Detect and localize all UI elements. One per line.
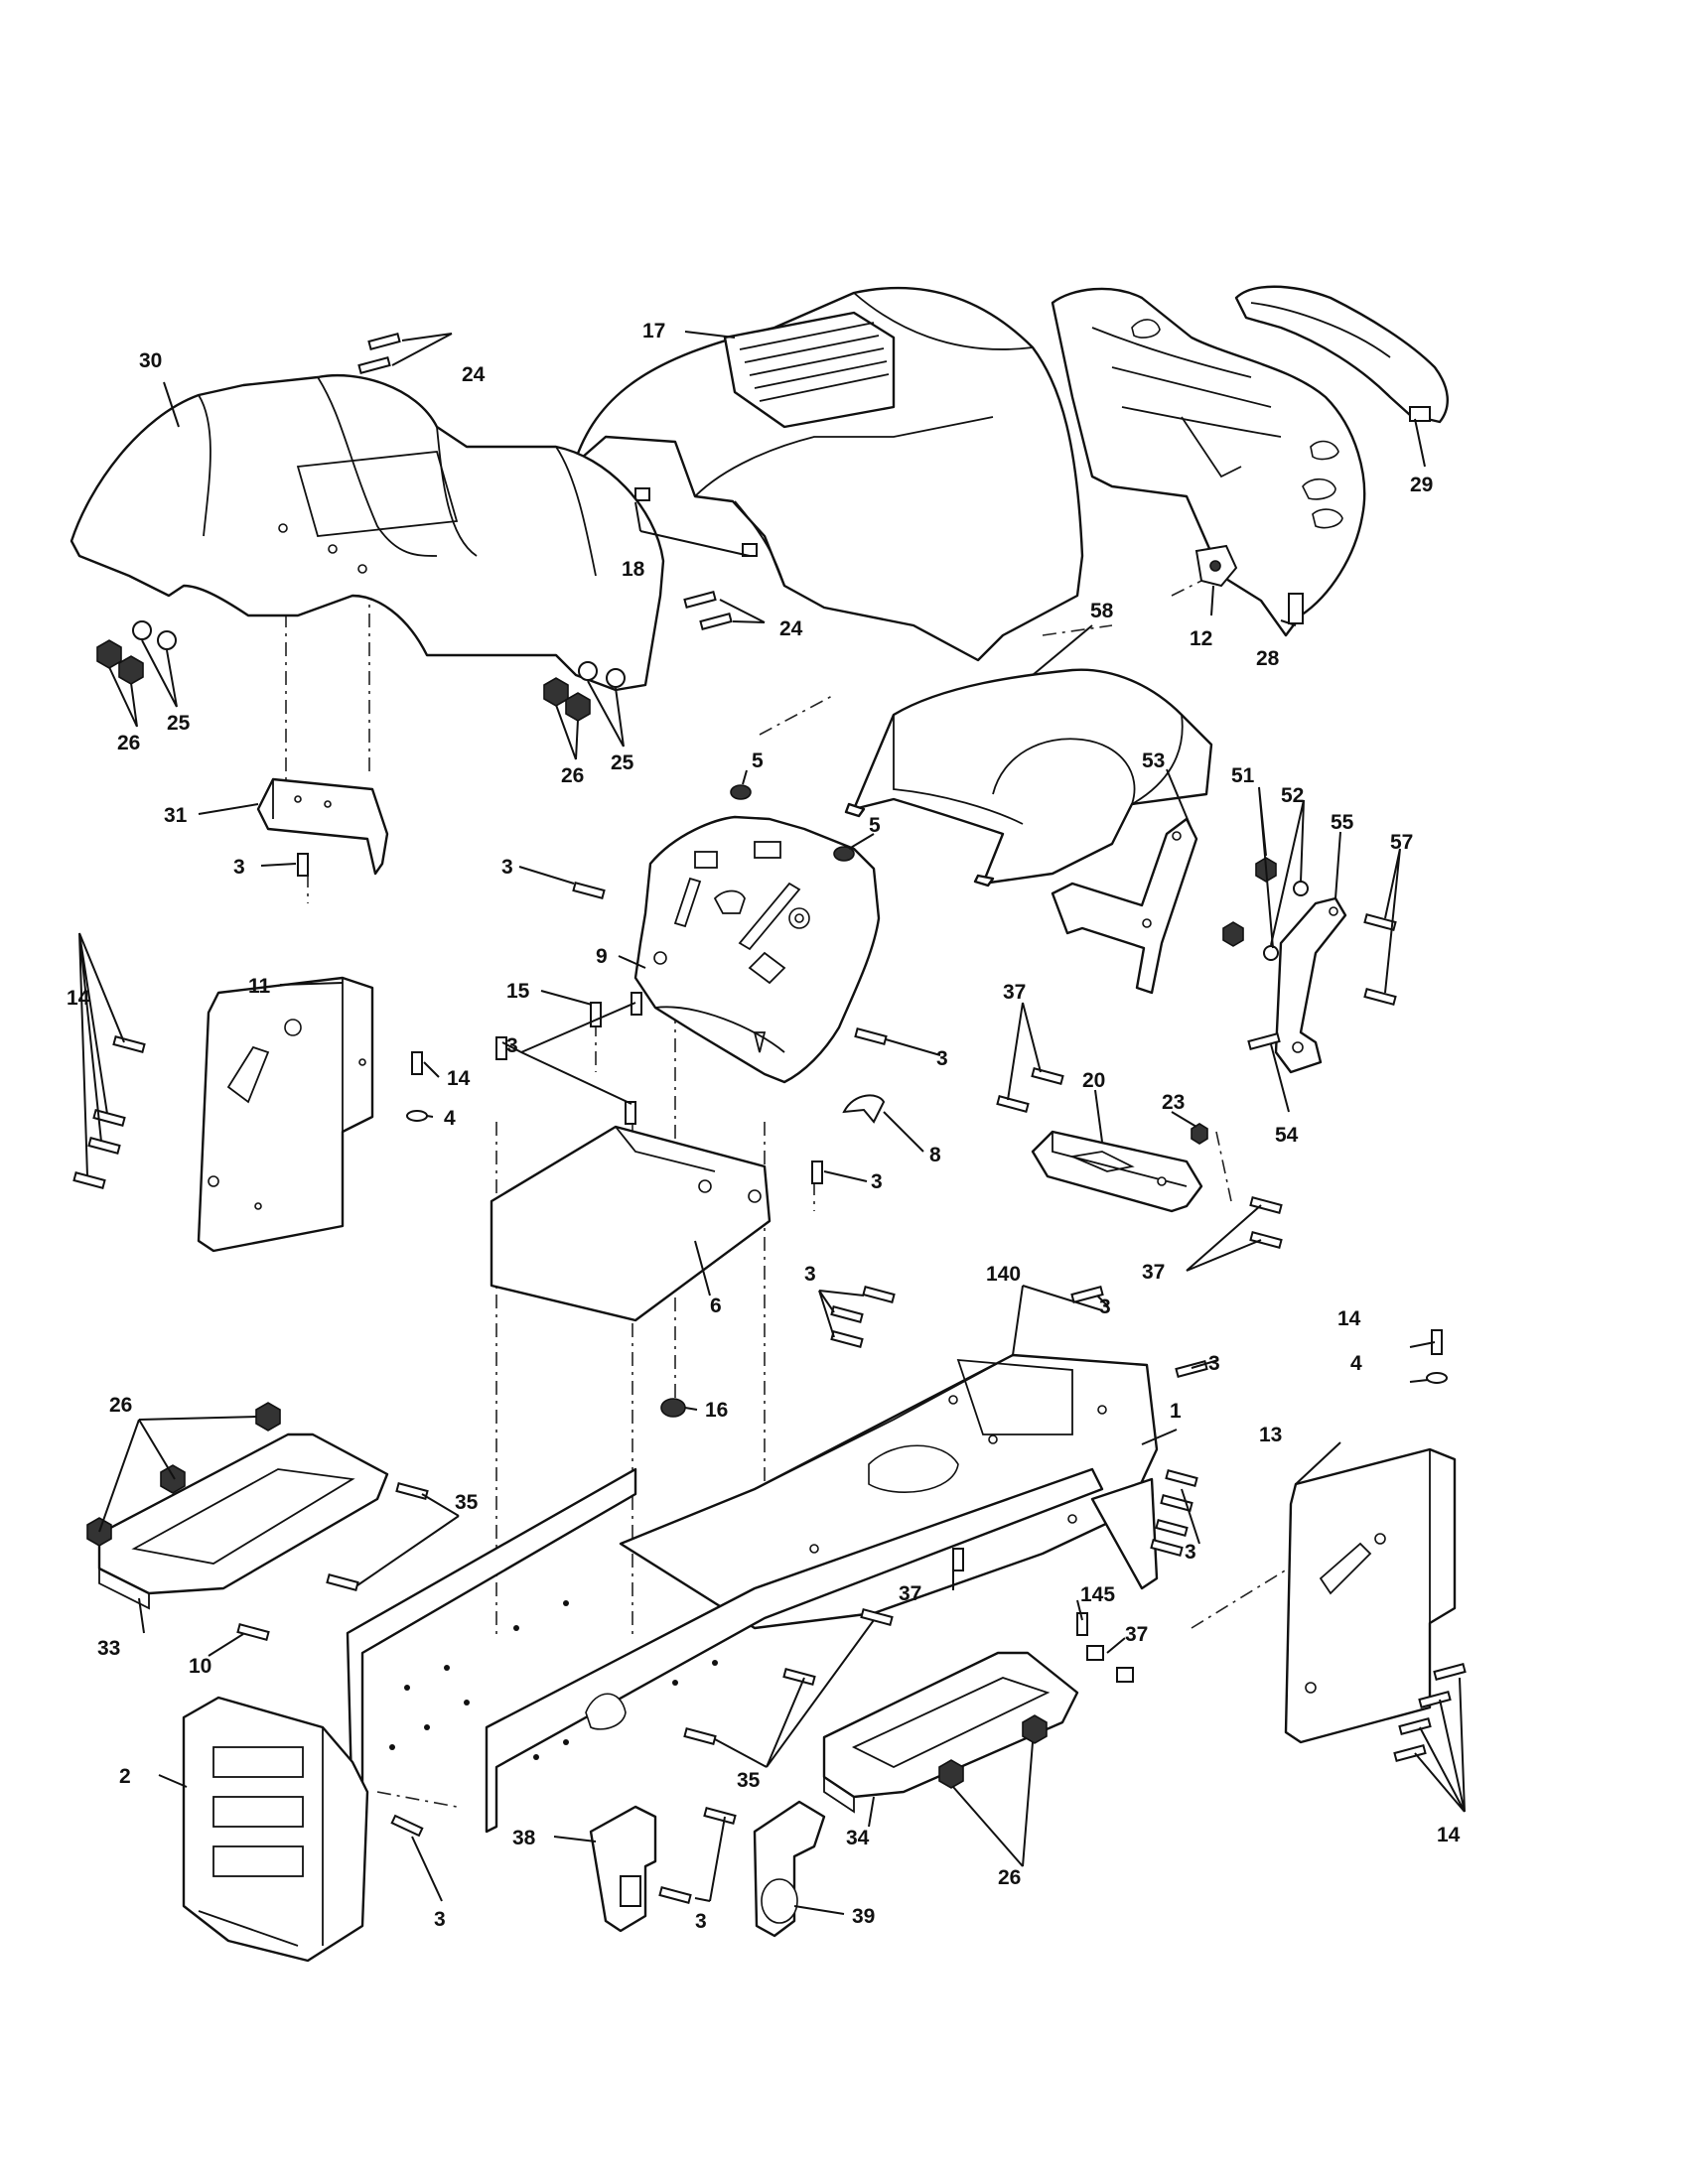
callout-3: 3 bbox=[871, 1170, 883, 1193]
dash-panel-9 bbox=[633, 815, 881, 1084]
callout-17: 17 bbox=[642, 320, 665, 342]
callout-33: 33 bbox=[97, 1637, 120, 1660]
callout-140: 140 bbox=[986, 1263, 1021, 1286]
callout-37: 37 bbox=[1142, 1261, 1165, 1284]
heat-shield-58 bbox=[844, 668, 1213, 887]
callout-37: 37 bbox=[1003, 981, 1026, 1004]
callout-52: 52 bbox=[1281, 784, 1304, 807]
plate-20 bbox=[1031, 1130, 1203, 1213]
callout-31: 31 bbox=[164, 804, 188, 827]
callout-26: 26 bbox=[561, 764, 584, 787]
callout-16: 16 bbox=[705, 1399, 728, 1422]
callout-54: 54 bbox=[1275, 1124, 1299, 1147]
callout-14: 14 bbox=[447, 1067, 471, 1090]
callout-3: 3 bbox=[695, 1910, 707, 1933]
callout-3: 3 bbox=[1099, 1296, 1111, 1318]
bracket-39 bbox=[753, 1800, 826, 1938]
bracket-55 bbox=[1274, 896, 1347, 1074]
plate-6 bbox=[490, 1125, 772, 1322]
callout-14: 14 bbox=[67, 987, 90, 1010]
callout-145: 145 bbox=[1080, 1583, 1115, 1606]
hood-trim-29 bbox=[1234, 285, 1449, 424]
callout-25: 25 bbox=[611, 751, 634, 774]
hood-vent-grille bbox=[723, 311, 896, 429]
callout-8: 8 bbox=[929, 1144, 941, 1166]
callout-3: 3 bbox=[1185, 1541, 1196, 1564]
callout-18: 18 bbox=[622, 558, 645, 581]
callout-37: 37 bbox=[899, 1582, 921, 1605]
callout-12: 12 bbox=[1190, 627, 1212, 650]
callout-51: 51 bbox=[1231, 764, 1255, 787]
callout-3: 3 bbox=[233, 856, 245, 879]
callout-57: 57 bbox=[1390, 831, 1413, 854]
callout-26: 26 bbox=[109, 1394, 132, 1417]
callout-23: 23 bbox=[1162, 1091, 1185, 1114]
callout-26: 26 bbox=[998, 1866, 1021, 1889]
callout-35: 35 bbox=[737, 1769, 761, 1792]
callout-5: 5 bbox=[752, 750, 764, 772]
callout-3: 3 bbox=[804, 1263, 816, 1286]
callout-58: 58 bbox=[1090, 600, 1114, 622]
bracket-38 bbox=[589, 1805, 657, 1933]
callout-3: 3 bbox=[1208, 1352, 1220, 1375]
callout-38: 38 bbox=[512, 1827, 536, 1849]
callout-3: 3 bbox=[936, 1047, 948, 1070]
callout-24: 24 bbox=[779, 617, 803, 640]
callout-4: 4 bbox=[1350, 1352, 1362, 1375]
callout-37: 37 bbox=[1125, 1623, 1148, 1646]
side-plate-11 bbox=[197, 976, 374, 1253]
front-plate-2 bbox=[182, 1696, 369, 1963]
callout-11: 11 bbox=[248, 975, 271, 998]
frame-rail-right bbox=[485, 1467, 1104, 1834]
callout-30: 30 bbox=[139, 349, 162, 372]
leader-lines bbox=[78, 331, 1466, 1915]
hood-side-panel-28 bbox=[1051, 287, 1366, 637]
callout-5: 5 bbox=[869, 814, 881, 837]
callout-9: 9 bbox=[596, 945, 608, 968]
callout-20: 20 bbox=[1082, 1069, 1105, 1092]
callout-53: 53 bbox=[1142, 750, 1165, 772]
callout-14: 14 bbox=[1337, 1307, 1361, 1330]
callout-3: 3 bbox=[434, 1908, 446, 1931]
bracket-31 bbox=[256, 777, 389, 876]
footrest-33 bbox=[97, 1433, 389, 1610]
frame-1 bbox=[619, 1353, 1159, 1630]
callout-4: 4 bbox=[444, 1107, 456, 1130]
bracket-53 bbox=[1051, 817, 1198, 995]
bumper-12 bbox=[1194, 544, 1238, 588]
fender-30 bbox=[70, 373, 665, 692]
footrest-34 bbox=[822, 1651, 1079, 1814]
callout-35: 35 bbox=[455, 1491, 479, 1514]
callout-6: 6 bbox=[710, 1295, 722, 1317]
callout-55: 55 bbox=[1331, 811, 1354, 834]
hood-17 bbox=[572, 286, 1084, 662]
callout-1: 1 bbox=[1170, 1400, 1182, 1423]
callout-3: 3 bbox=[501, 856, 513, 879]
part-callouts: 17 30 24 24 29 18 12 28 25 26 25 26 58 5… bbox=[67, 320, 1461, 1933]
callout-28: 28 bbox=[1256, 647, 1280, 670]
callout-3: 3 bbox=[506, 1034, 518, 1057]
callout-24: 24 bbox=[462, 363, 486, 386]
callout-14: 14 bbox=[1437, 1824, 1461, 1846]
callout-2: 2 bbox=[119, 1765, 131, 1788]
callout-29: 29 bbox=[1410, 474, 1433, 496]
callout-34: 34 bbox=[846, 1827, 870, 1849]
callout-10: 10 bbox=[189, 1655, 211, 1678]
callout-39: 39 bbox=[852, 1905, 875, 1928]
callout-15: 15 bbox=[506, 980, 530, 1003]
callout-26: 26 bbox=[117, 732, 140, 754]
callout-13: 13 bbox=[1259, 1424, 1282, 1446]
side-plate-13 bbox=[1284, 1447, 1457, 1744]
callout-25: 25 bbox=[167, 712, 191, 735]
